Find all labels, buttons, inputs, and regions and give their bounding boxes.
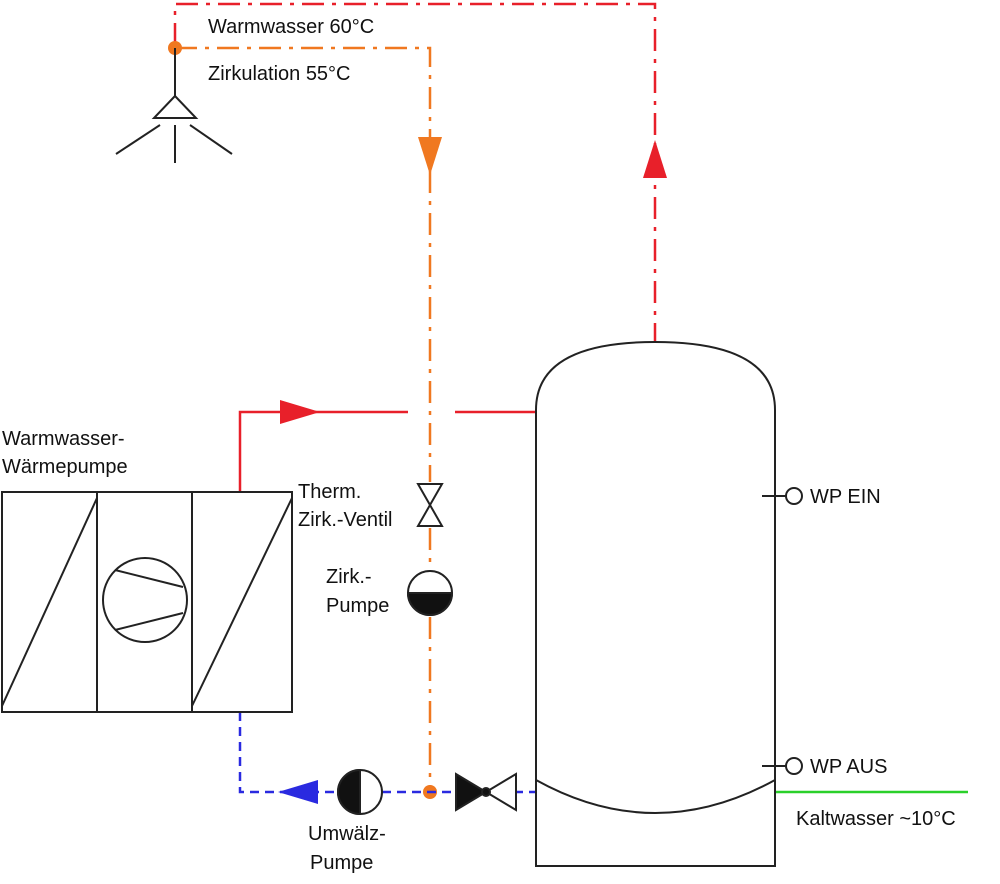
- circulation-pump-icon: [406, 570, 454, 616]
- label-heat-pump-line2: Wärmepumpe: [2, 456, 128, 478]
- label-heat-pump-line1: Warmwasser-: [2, 428, 125, 450]
- sensor-icon-wp-aus: [762, 757, 803, 775]
- thermostatic-valve-icon: [416, 483, 444, 527]
- hot-water-up-arrow: [643, 140, 667, 178]
- sensor-icon-wp-ein: [762, 487, 803, 505]
- hot-water-line: [173, 2, 657, 345]
- label-umwaelz-pump-line1: Umwälz-: [308, 823, 386, 845]
- storage-tank: [535, 340, 776, 867]
- compressor-icon: [102, 557, 188, 643]
- label-zirk-pump-line1: Zirk.-: [326, 566, 372, 588]
- label-valve-line1: Therm.: [298, 481, 361, 503]
- label-zirk-pump-line2: Pumpe: [326, 595, 389, 617]
- umwaelz-pump-icon: [337, 768, 383, 816]
- label-kaltwasser: Kaltwasser ~10°C: [796, 808, 956, 830]
- return-left-arrow: [278, 780, 318, 804]
- label-valve-line2: Zirk.-Ventil: [298, 509, 392, 531]
- label-wp-ein: WP EIN: [810, 486, 881, 508]
- label-warmwasser: Warmwasser 60°C: [208, 16, 374, 38]
- shower-icon: [115, 48, 233, 163]
- heat-pump-unit: [1, 491, 293, 713]
- heat-pump-supply-line: [238, 410, 556, 492]
- check-valve-icon: [455, 772, 517, 812]
- label-umwaelz-pump-line2: Pumpe: [310, 852, 373, 874]
- circulation-line: [175, 46, 432, 790]
- circulation-down-arrow: [418, 137, 442, 175]
- supply-right-arrow: [280, 400, 320, 424]
- label-zirkulation: Zirkulation 55°C: [208, 63, 351, 85]
- label-wp-aus: WP AUS: [810, 756, 887, 778]
